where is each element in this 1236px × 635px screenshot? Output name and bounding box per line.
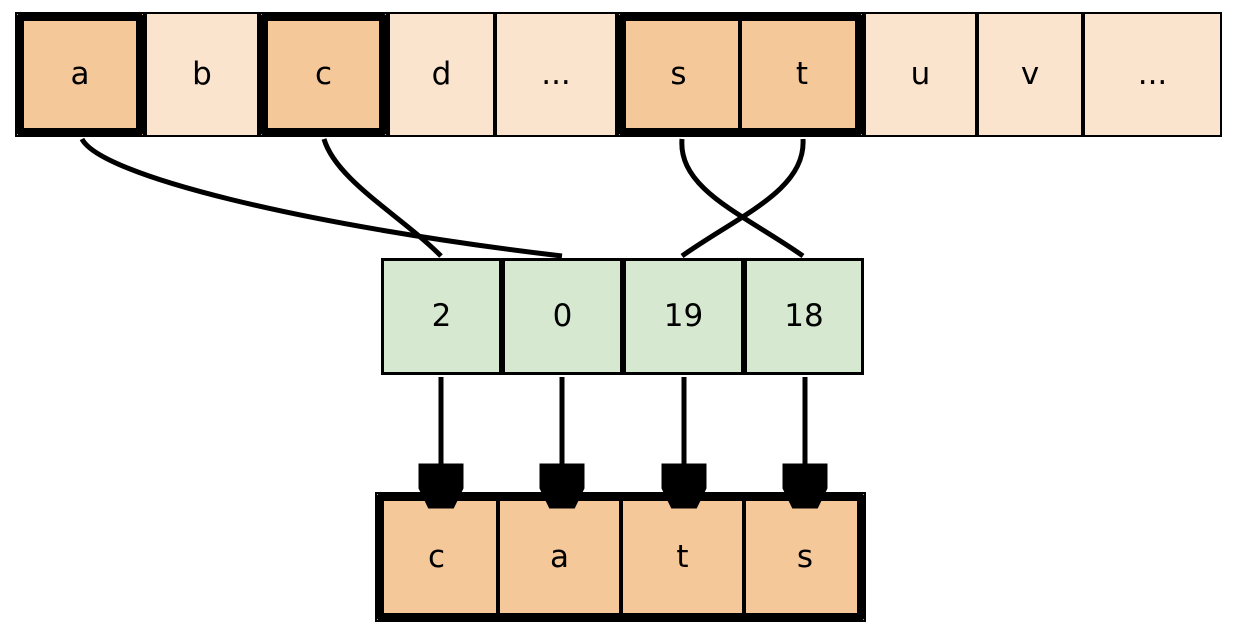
index-cell-3: 18	[744, 258, 864, 375]
alphabet-cell-d: d	[388, 12, 495, 137]
result-cell-3: s	[744, 492, 866, 622]
index-cell-0: 2	[381, 258, 502, 375]
index-cell-1: 0	[502, 258, 623, 375]
curve-c-to-index-0	[321, 138, 443, 258]
result-cell-1: a	[498, 492, 621, 622]
alphabet-cell-b: b	[145, 12, 259, 137]
alphabet-cell-t: t	[740, 12, 864, 137]
alphabet-cell-c: c	[259, 12, 388, 137]
index-cell-2: 19	[623, 258, 744, 375]
curve-s-to-index-3	[679, 138, 805, 259]
alphabet-cell-s: s	[617, 12, 740, 137]
curve-a-to-index-1	[79, 137, 563, 259]
alphabet-cell-u: u	[864, 12, 977, 137]
alphabet-cell-ellipsis-4: ...	[495, 12, 617, 137]
alphabet-cell-v: v	[977, 12, 1083, 137]
result-cell-2: t	[621, 492, 744, 622]
alphabet-cell-ellipsis-9: ...	[1083, 12, 1222, 137]
alphabet-cell-a: a	[15, 12, 145, 137]
curve-t-to-index-2	[680, 138, 806, 259]
result-cell-0: c	[375, 492, 498, 622]
